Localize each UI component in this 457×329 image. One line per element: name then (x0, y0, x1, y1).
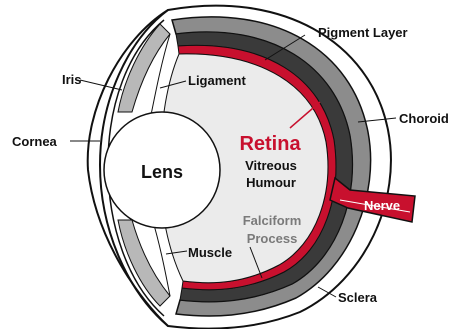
label-muscle: Muscle (188, 245, 232, 260)
label-cornea: Cornea (12, 134, 58, 149)
label-falciform: Falciform (243, 213, 302, 228)
label-humour: Humour (246, 175, 296, 190)
label-retina: Retina (239, 133, 301, 155)
label-choroid: Choroid (399, 111, 449, 126)
label-vitreous: Vitreous (245, 158, 297, 173)
label-lens: Lens (141, 162, 183, 182)
label-sclera: Sclera (338, 290, 378, 305)
label-process: Process (247, 231, 298, 246)
label-pigment-layer: Pigment Layer (318, 25, 408, 40)
label-iris: Iris (62, 72, 82, 87)
label-nerve: Nerve (364, 198, 400, 213)
label-ligament: Ligament (188, 73, 246, 88)
